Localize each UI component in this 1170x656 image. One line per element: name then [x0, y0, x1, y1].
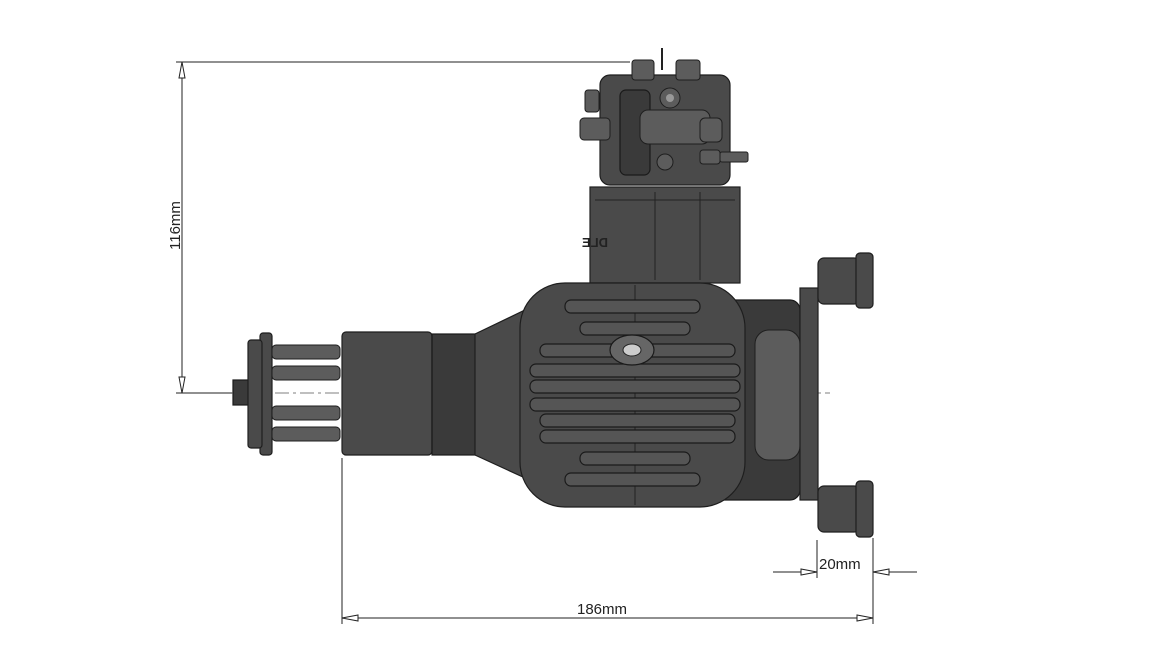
engine: DLE — [232, 48, 874, 538]
flange-dimension: 20mm — [773, 540, 917, 578]
length-label: 186mm — [577, 601, 627, 618]
prop-bolts — [271, 344, 341, 442]
cylinder-logo: DLE — [582, 235, 608, 250]
length-dimension: 186mm — [341, 458, 874, 624]
cooling-fins — [529, 299, 741, 487]
cylinder — [589, 186, 741, 284]
nose-cone — [474, 309, 526, 479]
height-label: 116mm — [167, 201, 184, 250]
mount-standoffs — [817, 252, 874, 538]
flange-label: 20mm — [819, 556, 861, 573]
crankcase — [519, 282, 746, 508]
front-housing — [431, 333, 478, 456]
height-dimension: 116mm — [167, 61, 630, 394]
ignition-drum — [341, 331, 433, 456]
mount-flange — [799, 287, 819, 501]
